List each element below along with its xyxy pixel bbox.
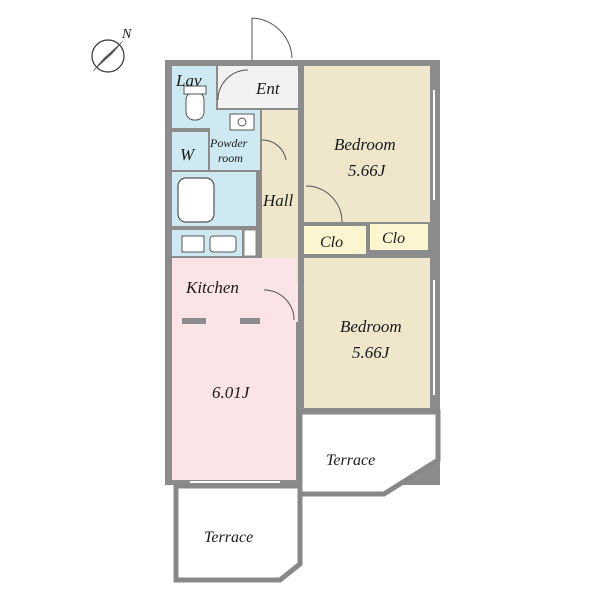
lav-label: Lav: [175, 71, 202, 90]
bedroom-south-room: [304, 258, 430, 408]
sink-icon: [229, 113, 255, 131]
hall-door-icon: [261, 139, 287, 161]
terrace-south-area: [173, 483, 303, 583]
bedroom-north-room: [304, 66, 430, 222]
entrance-door-icon: [251, 17, 293, 60]
counter-wall-left: [182, 318, 206, 324]
lav-door-icon: [217, 69, 249, 101]
fridge-space: [243, 229, 257, 257]
kitchen-door-icon: [263, 289, 295, 321]
closet-left-label: Clo: [320, 234, 343, 251]
closet-left: [304, 226, 366, 254]
toilet-tank-icon: [183, 85, 207, 95]
kitchen-sink-icon: [209, 235, 237, 253]
powder-room-label-line2: room: [218, 151, 243, 165]
kitchen-entry: [262, 282, 298, 322]
north-arrow-shadow: [92, 40, 124, 72]
powder-room-label-line1: Powder: [209, 136, 248, 150]
terrace-east-label: Terrace: [326, 452, 375, 469]
fixtures: [177, 85, 260, 324]
hall-room: [262, 110, 298, 282]
bedroom-north-label: Bedroom: [334, 135, 396, 154]
bedroom-north-size: 5.66J: [348, 161, 387, 180]
stove-icon: [181, 235, 205, 253]
toilet-icon: [185, 91, 205, 121]
bedroom-south-label: Bedroom: [340, 317, 402, 336]
entrance-label: Ent: [255, 79, 281, 98]
washer-label: W: [180, 145, 196, 164]
bathtub-icon: [177, 177, 215, 223]
washer-area: [172, 132, 208, 170]
bedroom-north-door-icon: [305, 185, 343, 223]
entrance-room: [218, 66, 298, 108]
closet-right-label: Clo: [382, 230, 405, 247]
hall-label: Hall: [262, 191, 294, 210]
compass-label: N: [121, 27, 132, 42]
counter-wall-right: [240, 318, 260, 324]
sink-bowl-icon: [237, 117, 247, 127]
kitchen-label: Kitchen: [185, 278, 239, 297]
doors: [217, 17, 343, 321]
bedroom-south-size: 5.66J: [352, 343, 391, 362]
terrace-east-area: [297, 409, 441, 497]
closet-right: [370, 224, 428, 250]
compass: N: [91, 27, 132, 73]
kitchen-size: 6.01J: [212, 383, 251, 402]
terrace-south-label: Terrace: [204, 529, 253, 546]
